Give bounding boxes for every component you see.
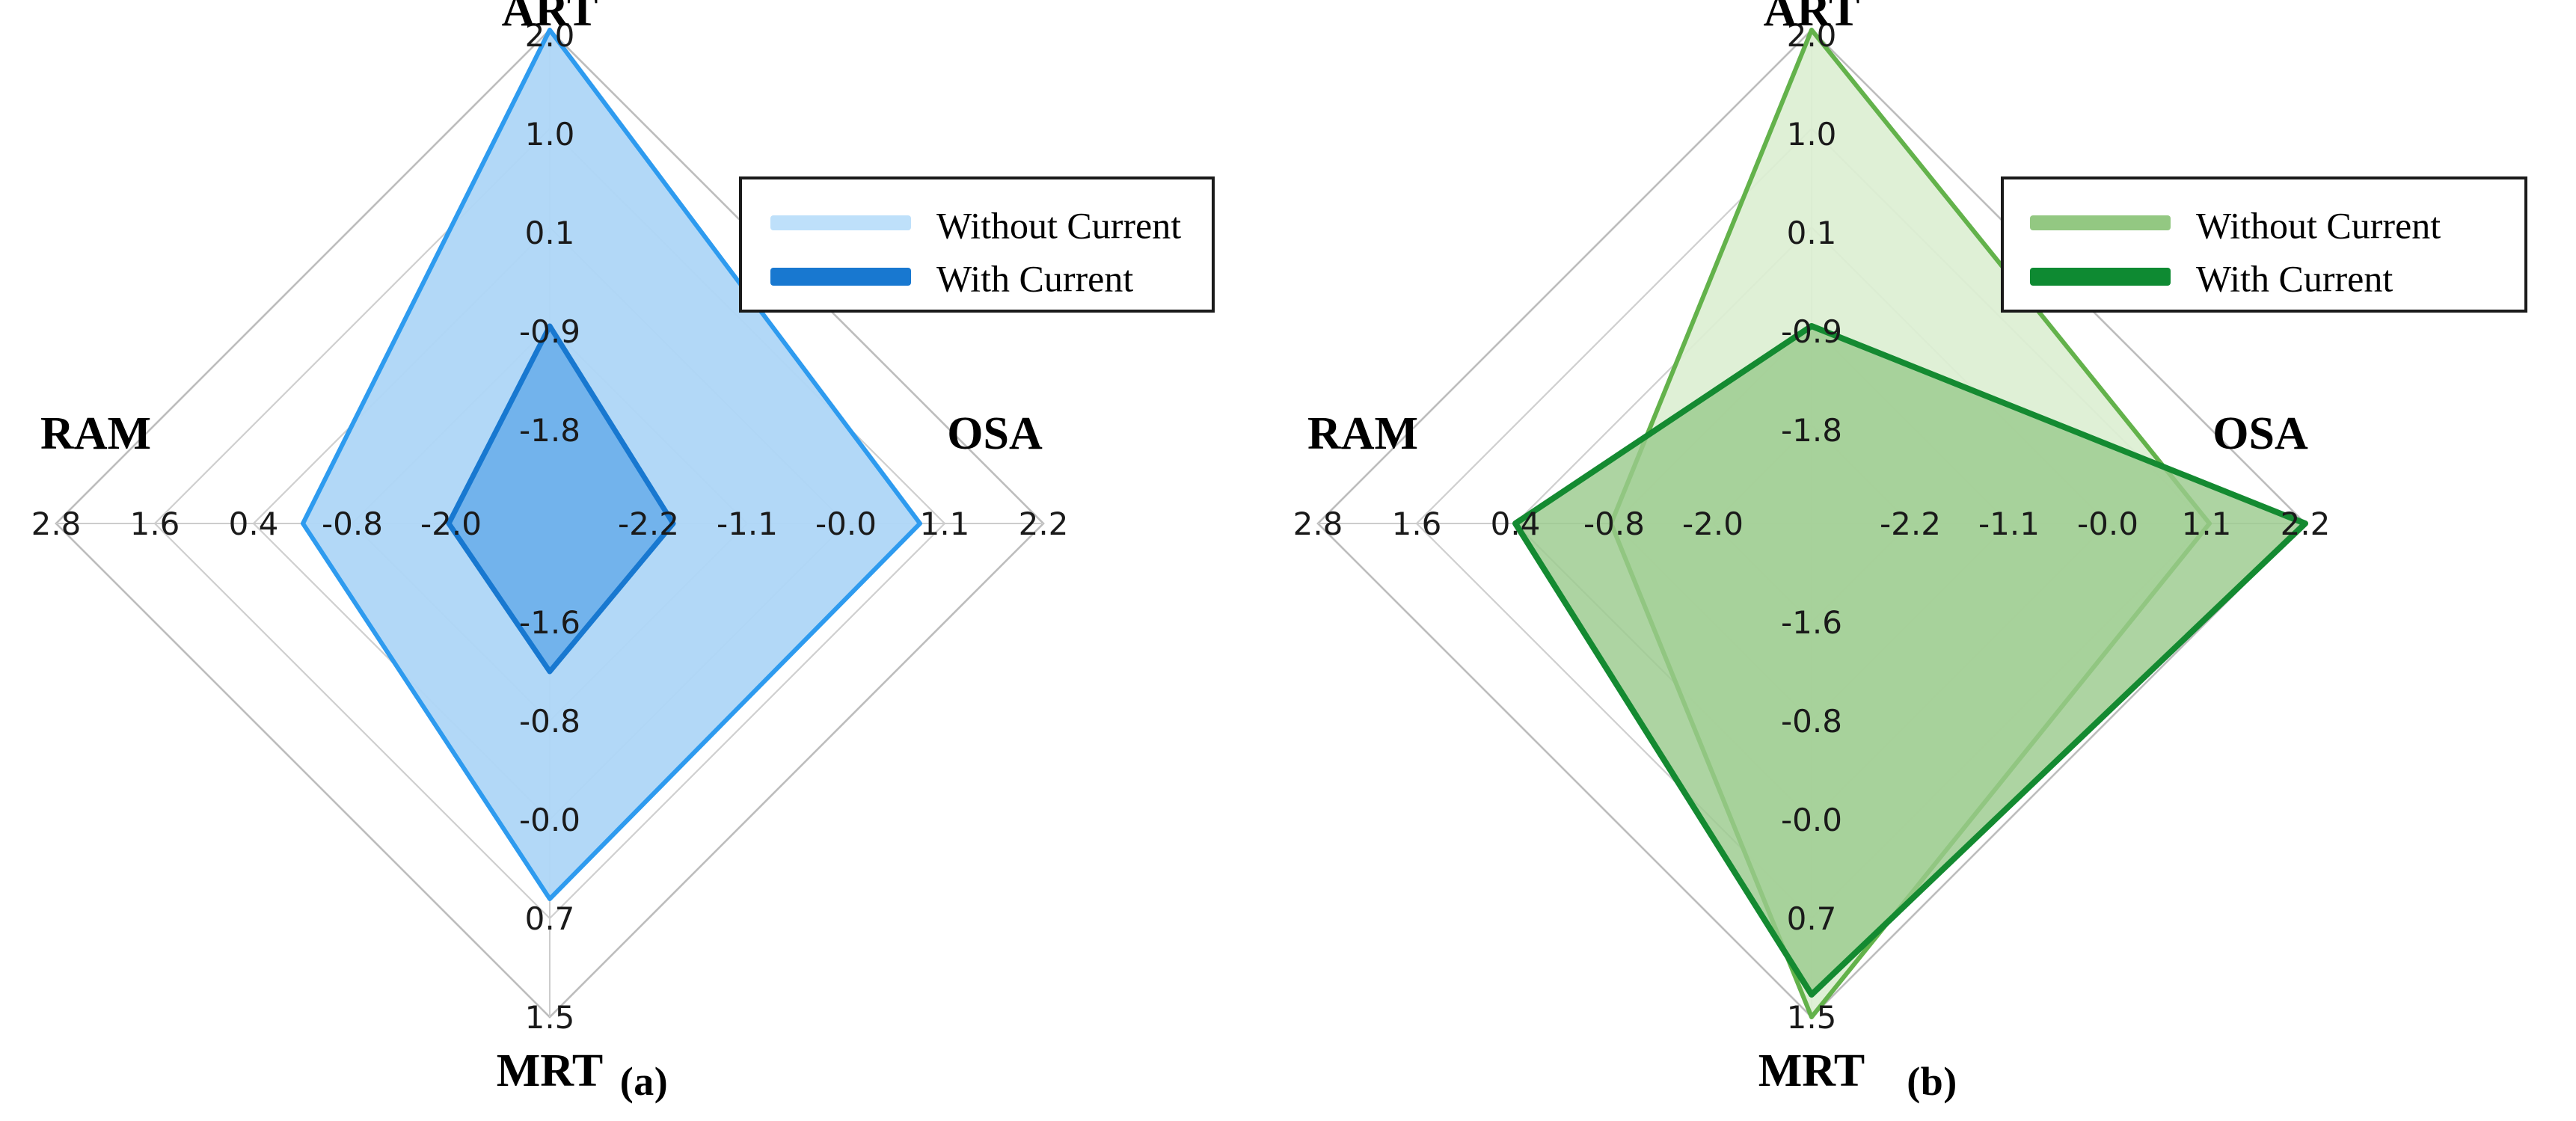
tick-mrt-4: 1.5 [1787,999,1837,1036]
tick-osa-2: -0.0 [815,506,877,542]
tick-ram-2: 0.4 [229,506,279,542]
tick-ram-4: 2.8 [1293,506,1343,542]
tick-ram-3: 1.6 [130,506,180,542]
axis-ticks-ram-b: -2.0 -0.8 0.4 1.6 2.8 [1293,506,1744,542]
legend-label-without-current-b[interactable]: Without Current [2196,204,2441,246]
axis-label-ram-a: RAM [40,408,151,459]
tick-ram-1: -0.8 [1583,506,1645,542]
legend-box-b [2001,176,2527,313]
tick-osa-1: -1.1 [1978,506,2040,542]
axis-ticks-ram-a: -2.0 -0.8 0.4 1.6 2.8 [31,506,482,542]
legend-label-with-current-b[interactable]: With Current [2196,257,2393,299]
axis-ticks-art-a: 2.0 1.0 0.1 -0.9 -1.8 [519,17,580,449]
tick-mrt-1: -0.8 [519,703,580,740]
legend-label-without-current-a[interactable]: Without Current [936,204,1181,246]
axis-ticks-mrt-b: -1.6 -0.8 -0.0 0.7 1.5 [1781,604,1842,1036]
legend-swatch-with-current-b [2030,268,2171,286]
tick-ram-0: -2.0 [1682,506,1744,542]
legend-a[interactable]: Without Current With Current [739,176,1215,313]
tick-osa-4: 2.2 [1019,506,1069,542]
axis-ticks-mrt-a: -1.6 -0.8 -0.0 0.7 1.5 [519,604,580,1036]
panel-b: 2.0 1.0 0.1 -0.9 -1.8 -2.2 -1.1 -0.0 1.1… [1288,0,2576,1121]
tick-art-2: 0.1 [1787,215,1837,251]
series-with-current-a [446,323,676,675]
legend-swatch-with-current-a [770,268,911,286]
tick-mrt-3: 0.7 [1787,900,1837,937]
legend-swatch-without-current-b [2030,215,2171,230]
tick-osa-3: 1.1 [920,506,970,542]
tick-art-2: 0.1 [525,215,575,251]
tick-ram-2: 0.4 [1491,506,1541,542]
axis-label-mrt-b: MRT [1758,1045,1865,1096]
tick-mrt-2: -0.0 [519,802,580,838]
legend-box-a [739,176,1215,313]
tick-art-3: -0.9 [1781,313,1842,350]
tick-mrt-2: -0.0 [1781,802,1842,838]
tick-art-1: 1.0 [525,116,575,153]
tick-osa-1: -1.1 [717,506,778,542]
axis-label-osa-a: OSA [947,408,1043,459]
panel-caption-b: (b) [1907,1059,1957,1104]
axis-label-art-b: ART [1764,0,1860,36]
series-with-current-b [1512,323,2308,998]
radar-chart-a: 2.0 1.0 0.1 -0.9 -1.8 -2.2 -1.1 -0.0 1.1… [31,0,1215,1096]
legend-label-with-current-a[interactable]: With Current [936,257,1133,299]
axis-label-mrt-a: MRT [497,1045,603,1096]
axis-ticks-osa-b: -2.2 -1.1 -0.0 1.1 2.2 [1880,506,2330,542]
tick-mrt-4: 1.5 [525,999,575,1036]
tick-art-4: -1.8 [1781,412,1842,449]
axis-label-ram-b: RAM [1307,408,1418,459]
tick-ram-1: -0.8 [322,506,383,542]
axis-label-art-a: ART [502,0,598,36]
tick-ram-0: -2.0 [420,506,482,542]
axis-ticks-art-b: 2.0 1.0 0.1 -0.9 -1.8 [1781,17,1842,449]
tick-art-0: 2.0 [525,17,575,54]
legend-swatch-without-current-a [770,215,911,230]
panel-a: 2.0 1.0 0.1 -0.9 -1.8 -2.2 -1.1 -0.0 1.1… [31,0,1215,1104]
tick-mrt-0: -1.6 [1781,604,1842,641]
axis-ticks-osa-a: -2.2 -1.1 -0.0 1.1 2.2 [618,506,1068,542]
legend-b[interactable]: Without Current With Current [2001,176,2527,313]
tick-art-1: 1.0 [1787,116,1837,153]
tick-art-0: 2.0 [1787,17,1837,54]
axis-label-osa-b: OSA [2212,408,2308,459]
tick-osa-0: -2.2 [1880,506,1941,542]
panel-caption-a: (a) [619,1059,669,1104]
tick-ram-4: 2.8 [31,506,82,542]
tick-ram-3: 1.6 [1392,506,1442,542]
tick-mrt-3: 0.7 [525,900,575,937]
tick-art-3: -0.9 [519,313,580,350]
tick-mrt-1: -0.8 [1781,703,1842,740]
tick-osa-2: -0.0 [2077,506,2138,542]
radar-chart-b: 2.0 1.0 0.1 -0.9 -1.8 -2.2 -1.1 -0.0 1.1… [1293,0,2527,1096]
tick-osa-4: 2.2 [2281,506,2331,542]
tick-art-4: -1.8 [519,412,580,449]
tick-osa-3: 1.1 [2182,506,2232,542]
tick-mrt-0: -1.6 [519,604,580,641]
tick-osa-0: -2.2 [618,506,679,542]
